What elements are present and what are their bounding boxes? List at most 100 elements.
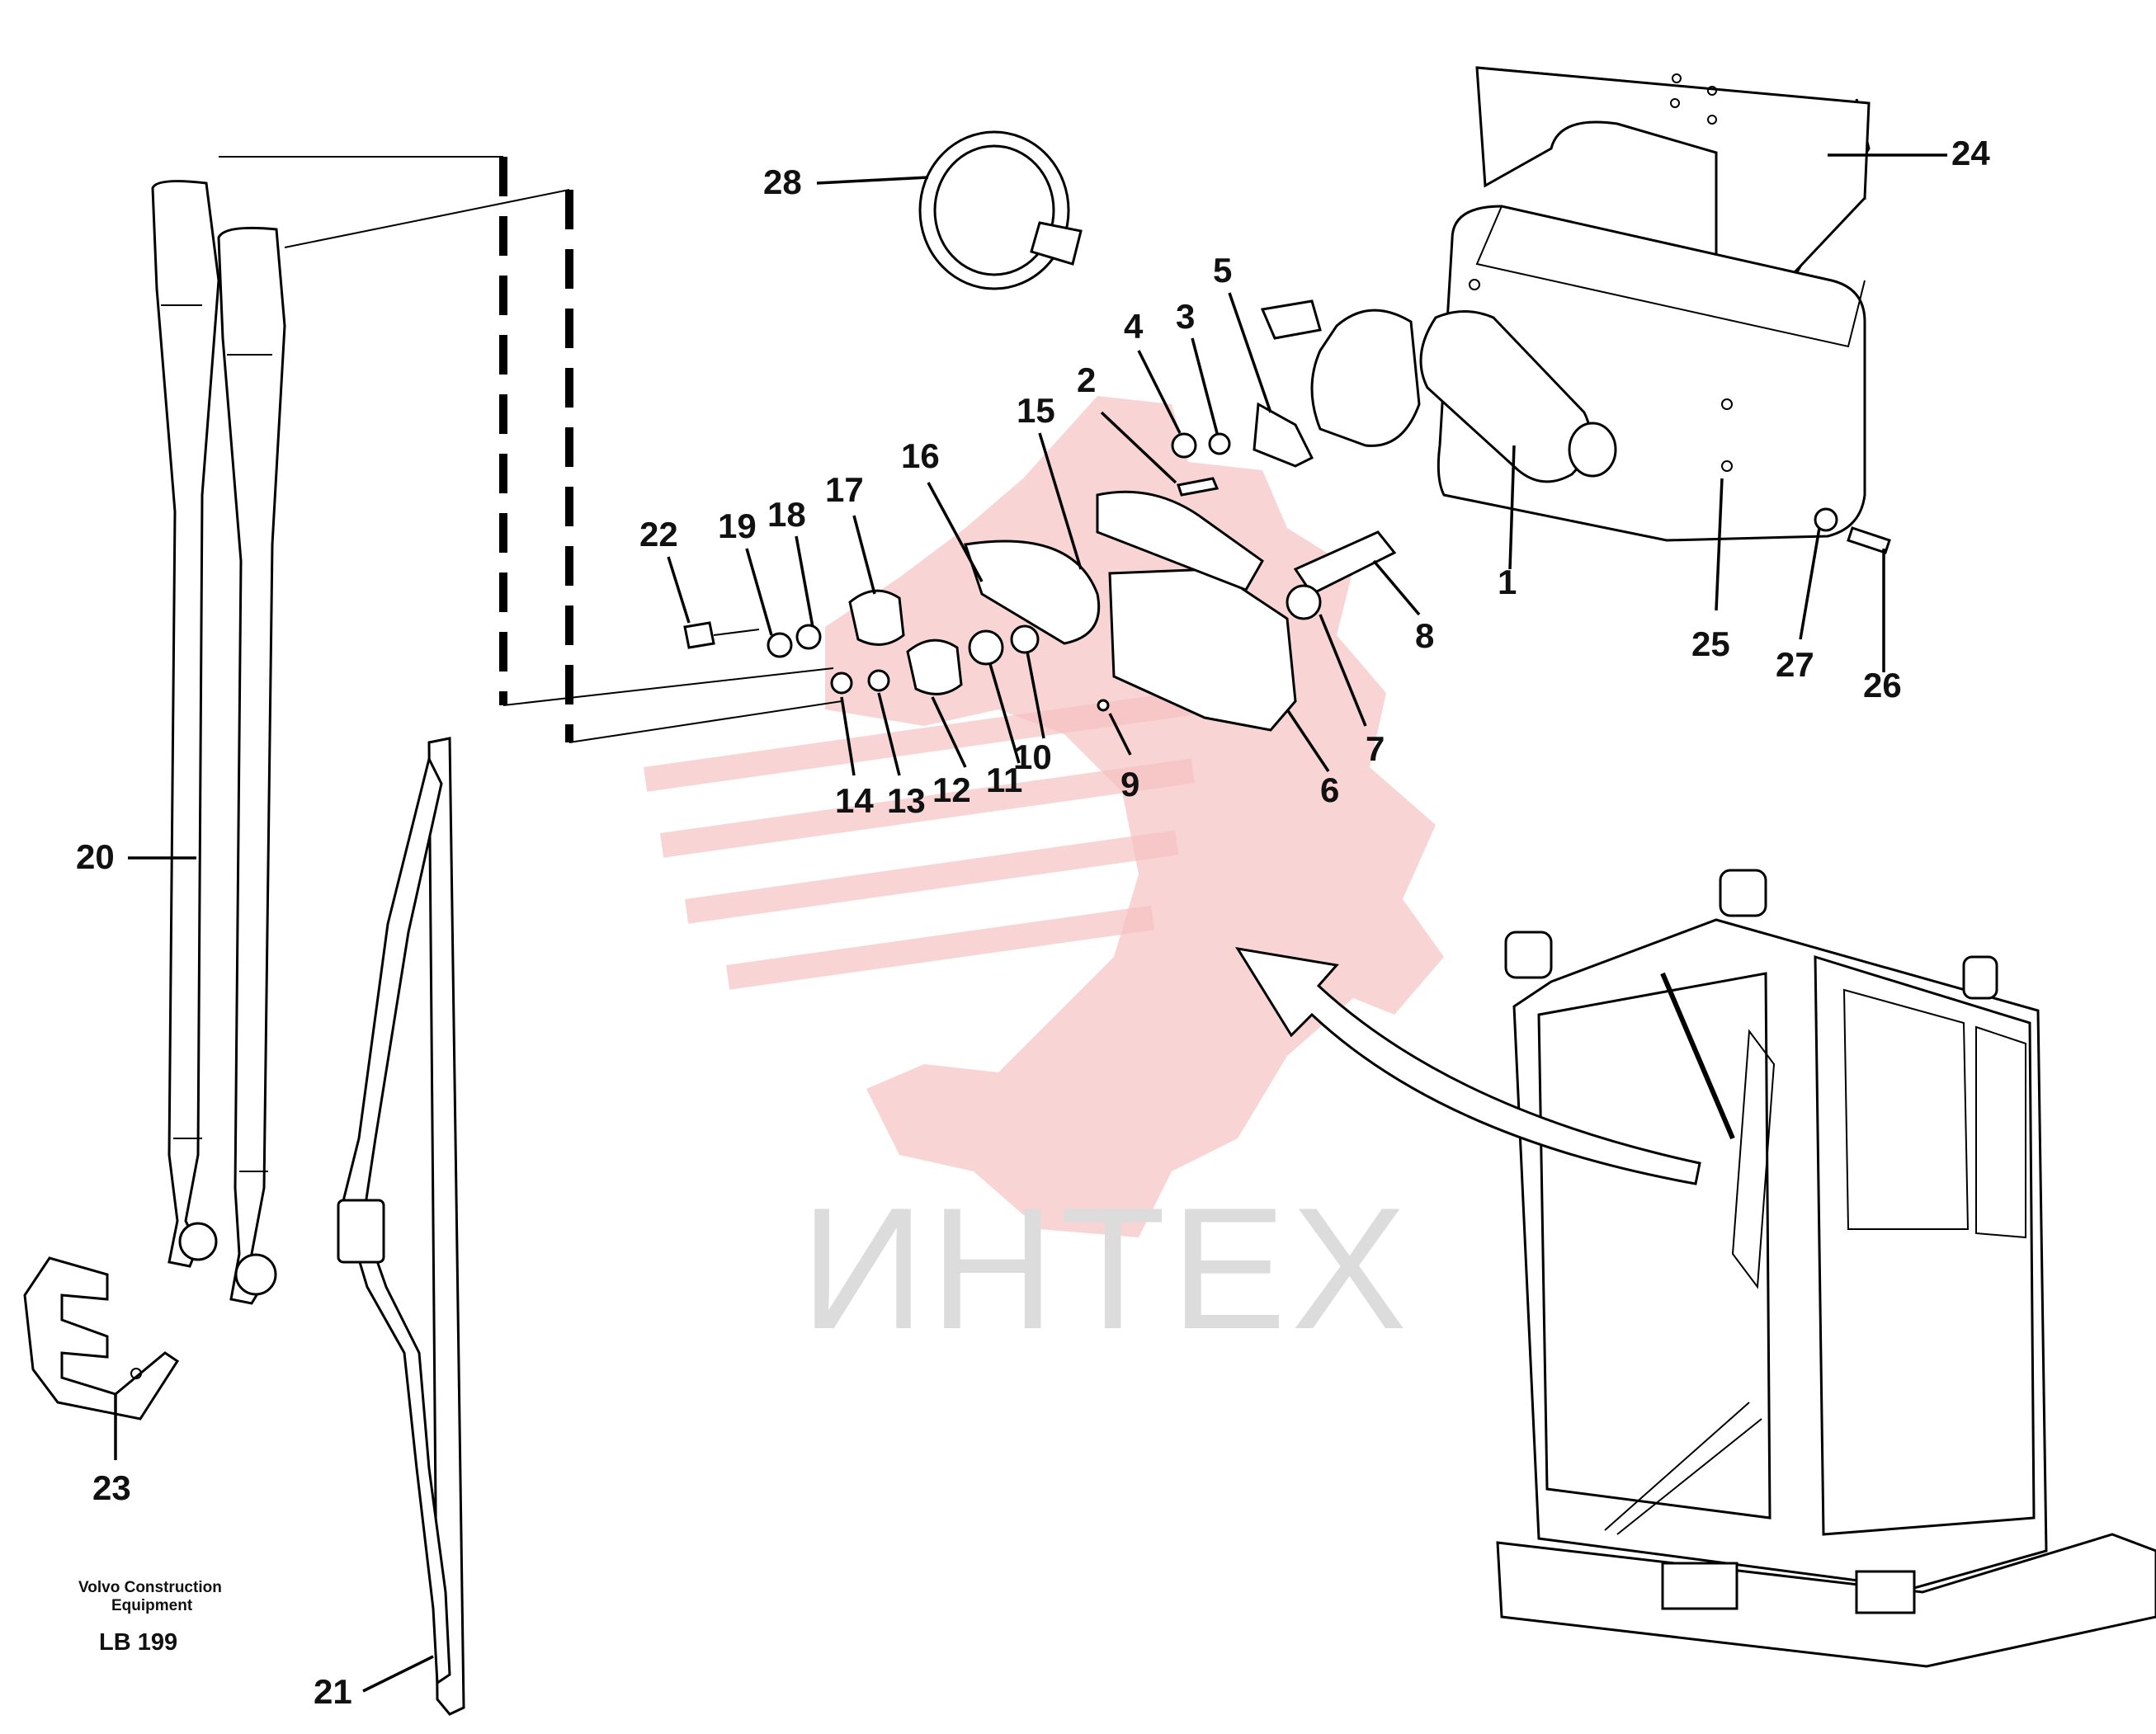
callout-27: 27 [1776, 645, 1814, 684]
watermark-logo: ИНТЕХ [644, 396, 1444, 1365]
watermark-text: ИНТЕХ [800, 1171, 1412, 1365]
leader-line-11 [988, 663, 1021, 764]
bracket-part-5 [1253, 402, 1314, 468]
box-hole [1469, 279, 1480, 290]
callout-2: 2 [1077, 360, 1096, 399]
wiper-arm-assembly [151, 180, 286, 1305]
callout-19: 19 [718, 507, 757, 545]
callout-20: 20 [76, 837, 115, 876]
bracket-hole [130, 1368, 142, 1379]
location-arrow [1234, 946, 1701, 1185]
leader-line-8 [1372, 559, 1421, 616]
callout-21: 21 [314, 1672, 352, 1711]
leader-line-12 [931, 696, 967, 768]
bracket-part-23 [23, 1256, 180, 1421]
callout-3: 3 [1176, 297, 1195, 336]
screw-part-2 [1177, 477, 1220, 497]
motor-connector [1260, 299, 1322, 340]
callout-22: 22 [639, 515, 678, 554]
cab-headlight [1855, 1570, 1916, 1614]
callout-5: 5 [1213, 251, 1232, 290]
cover-hole [1707, 115, 1717, 125]
cable-tie-part-28 [918, 130, 1083, 290]
wiper-arm-front [217, 226, 286, 1305]
wiper-arm-rear [151, 180, 220, 1268]
cab-beacon [1962, 955, 1998, 1000]
spline-part-12 [906, 638, 963, 695]
callout-6: 6 [1320, 770, 1339, 809]
callout-9: 9 [1120, 765, 1139, 803]
leader-line-7 [1319, 614, 1367, 727]
watermark-stripe [660, 758, 1195, 858]
drive-parts [683, 540, 1101, 695]
leader-line-9 [1108, 713, 1132, 756]
guide-line [284, 189, 570, 248]
diagram-code: LB 199 [99, 1629, 177, 1656]
washer-part-10 [1010, 624, 1040, 654]
wiper-blade-clip [337, 1199, 385, 1264]
watermark-stripe [725, 905, 1155, 990]
box-edge [1475, 205, 1866, 348]
guide-line [502, 667, 834, 706]
motor-body [1419, 310, 1592, 483]
cover-hole [1670, 98, 1680, 108]
cable-tie-head [1030, 221, 1083, 266]
nut-part-11 [968, 629, 1004, 666]
cab-front-window [1537, 972, 1772, 1520]
callout-10: 10 [1013, 737, 1052, 776]
leader-line-27 [1799, 527, 1821, 640]
leader-line-18 [795, 535, 814, 628]
watermark-stripe [684, 830, 1179, 924]
callout-28: 28 [763, 163, 802, 201]
callout-14: 14 [835, 781, 874, 820]
washer-part-27 [1814, 507, 1838, 532]
washer-part-3 [1208, 432, 1231, 455]
bolt-part-26 [1847, 526, 1891, 554]
leader-line-3 [1191, 337, 1219, 434]
linkage-assembly [1096, 490, 1397, 732]
leader-line-15 [1038, 432, 1083, 570]
callout-1: 1 [1498, 563, 1517, 601]
leader-line-4 [1137, 350, 1182, 434]
screw-part-9 [1097, 699, 1110, 712]
cab-wiper-arm [1660, 972, 1735, 1140]
washer-part-19 [767, 632, 793, 658]
cab-door [1814, 954, 2036, 1536]
small-hardware [1171, 402, 1891, 554]
leader-line-22 [667, 556, 691, 624]
callout-13: 13 [887, 781, 926, 820]
cab-lower-wiper [1604, 1402, 1762, 1535]
leader-lines [114, 153, 1947, 1693]
cable-tie-inner [933, 144, 1055, 276]
ball-joint-part-7 [1286, 584, 1322, 620]
motor-shaft-end [1568, 422, 1617, 478]
callout-8: 8 [1415, 616, 1434, 655]
box-hole [1721, 460, 1733, 472]
screw-part-22 [683, 621, 715, 649]
leader-line-2 [1100, 411, 1177, 484]
publisher-line-2: Equipment [111, 1597, 193, 1614]
wiper-motor-part-1 [1260, 299, 1617, 483]
wiper-blade [337, 737, 465, 1716]
cab-side-window [1975, 1025, 2026, 1239]
leader-line-5 [1228, 292, 1272, 413]
cab-lamp [1504, 931, 1553, 979]
callout-18: 18 [767, 495, 806, 534]
box-hole [1721, 398, 1733, 410]
guide-line [568, 700, 842, 743]
callout-26: 26 [1863, 666, 1902, 704]
leader-line-25 [1715, 478, 1724, 611]
leader-line-14 [840, 696, 856, 776]
motor-cover-part-24 [1475, 66, 1871, 290]
leader-line-21 [362, 1655, 434, 1693]
cab-illustration [1496, 869, 2156, 1668]
callout-23: 23 [92, 1468, 131, 1507]
leader-line-16 [927, 482, 984, 582]
nut-part-4 [1171, 432, 1197, 459]
footer: Volvo Construction Equipment LB 199 [78, 1579, 222, 1656]
motor-gearbox [1310, 309, 1421, 447]
wiper-arm-pivot [178, 1222, 218, 1261]
leader-line-17 [852, 515, 876, 595]
leader-line-6 [1286, 709, 1330, 772]
